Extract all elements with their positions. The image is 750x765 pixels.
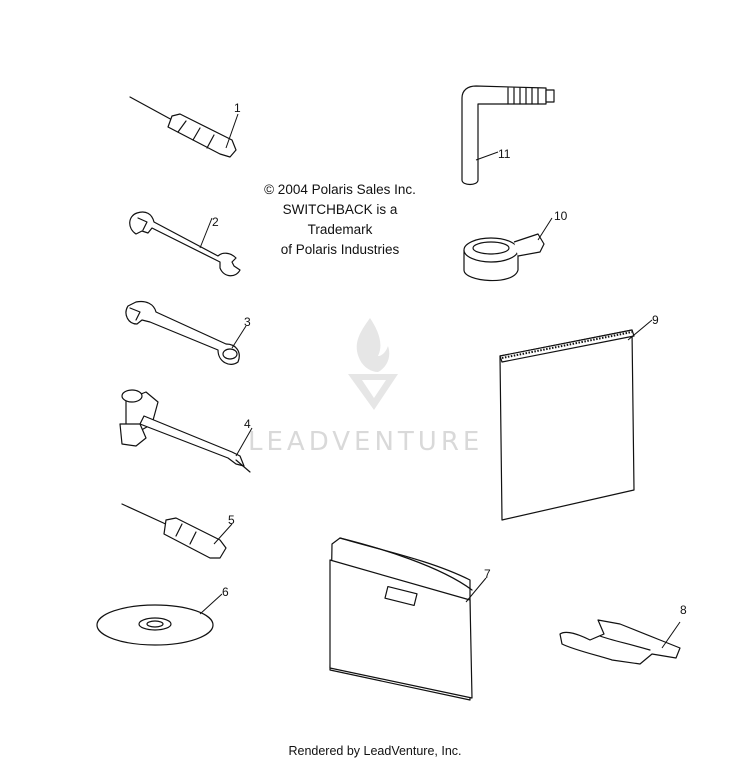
part-1-screwdriver: 1 — [129, 96, 241, 158]
callout-5: 5 — [228, 513, 235, 527]
flame-icon — [356, 318, 390, 372]
trademark-line: SWITCHBACK is a Trademark — [282, 202, 398, 237]
copyright-notice: © 2004 Polaris Sales Inc. SWITCHBACK is … — [250, 180, 430, 260]
callout-2: 2 — [212, 215, 219, 229]
part-4-socket-wrench: 4 — [119, 389, 253, 473]
part-2-wrench: 2 — [129, 211, 241, 277]
part-11-hex-key: 11 — [461, 85, 555, 186]
footer-credit: Rendered by LeadVenture, Inc. — [288, 744, 462, 758]
callout-9: 9 — [652, 313, 659, 327]
callout-7: 7 — [484, 567, 491, 581]
v-logo-icon — [348, 374, 398, 410]
callout-4: 4 — [244, 417, 251, 431]
callout-11: 11 — [498, 147, 511, 161]
part-5-screwdriver: 5 — [121, 503, 235, 559]
leadventure-watermark: LEADVENTURE — [248, 318, 483, 457]
trademark-owner-line: of Polaris Industries — [280, 242, 400, 257]
part-10-tape: 10 — [463, 209, 568, 282]
callout-1: 1 — [234, 101, 241, 115]
part-7-document-pouch: 7 — [329, 537, 491, 701]
callout-8: 8 — [680, 603, 687, 617]
part-8-spanner-tool: 8 — [559, 603, 687, 665]
part-9-manual: 9 — [499, 313, 659, 521]
part-3-combination-wrench: 3 — [125, 300, 251, 365]
part-6-cd: 6 — [96, 585, 229, 646]
callout-3: 3 — [244, 315, 251, 329]
watermark-text: LEADVENTURE — [248, 427, 483, 457]
callout-10: 10 — [554, 209, 568, 223]
callout-6: 6 — [222, 585, 229, 599]
copyright-line: © 2004 Polaris Sales Inc. — [264, 182, 416, 197]
